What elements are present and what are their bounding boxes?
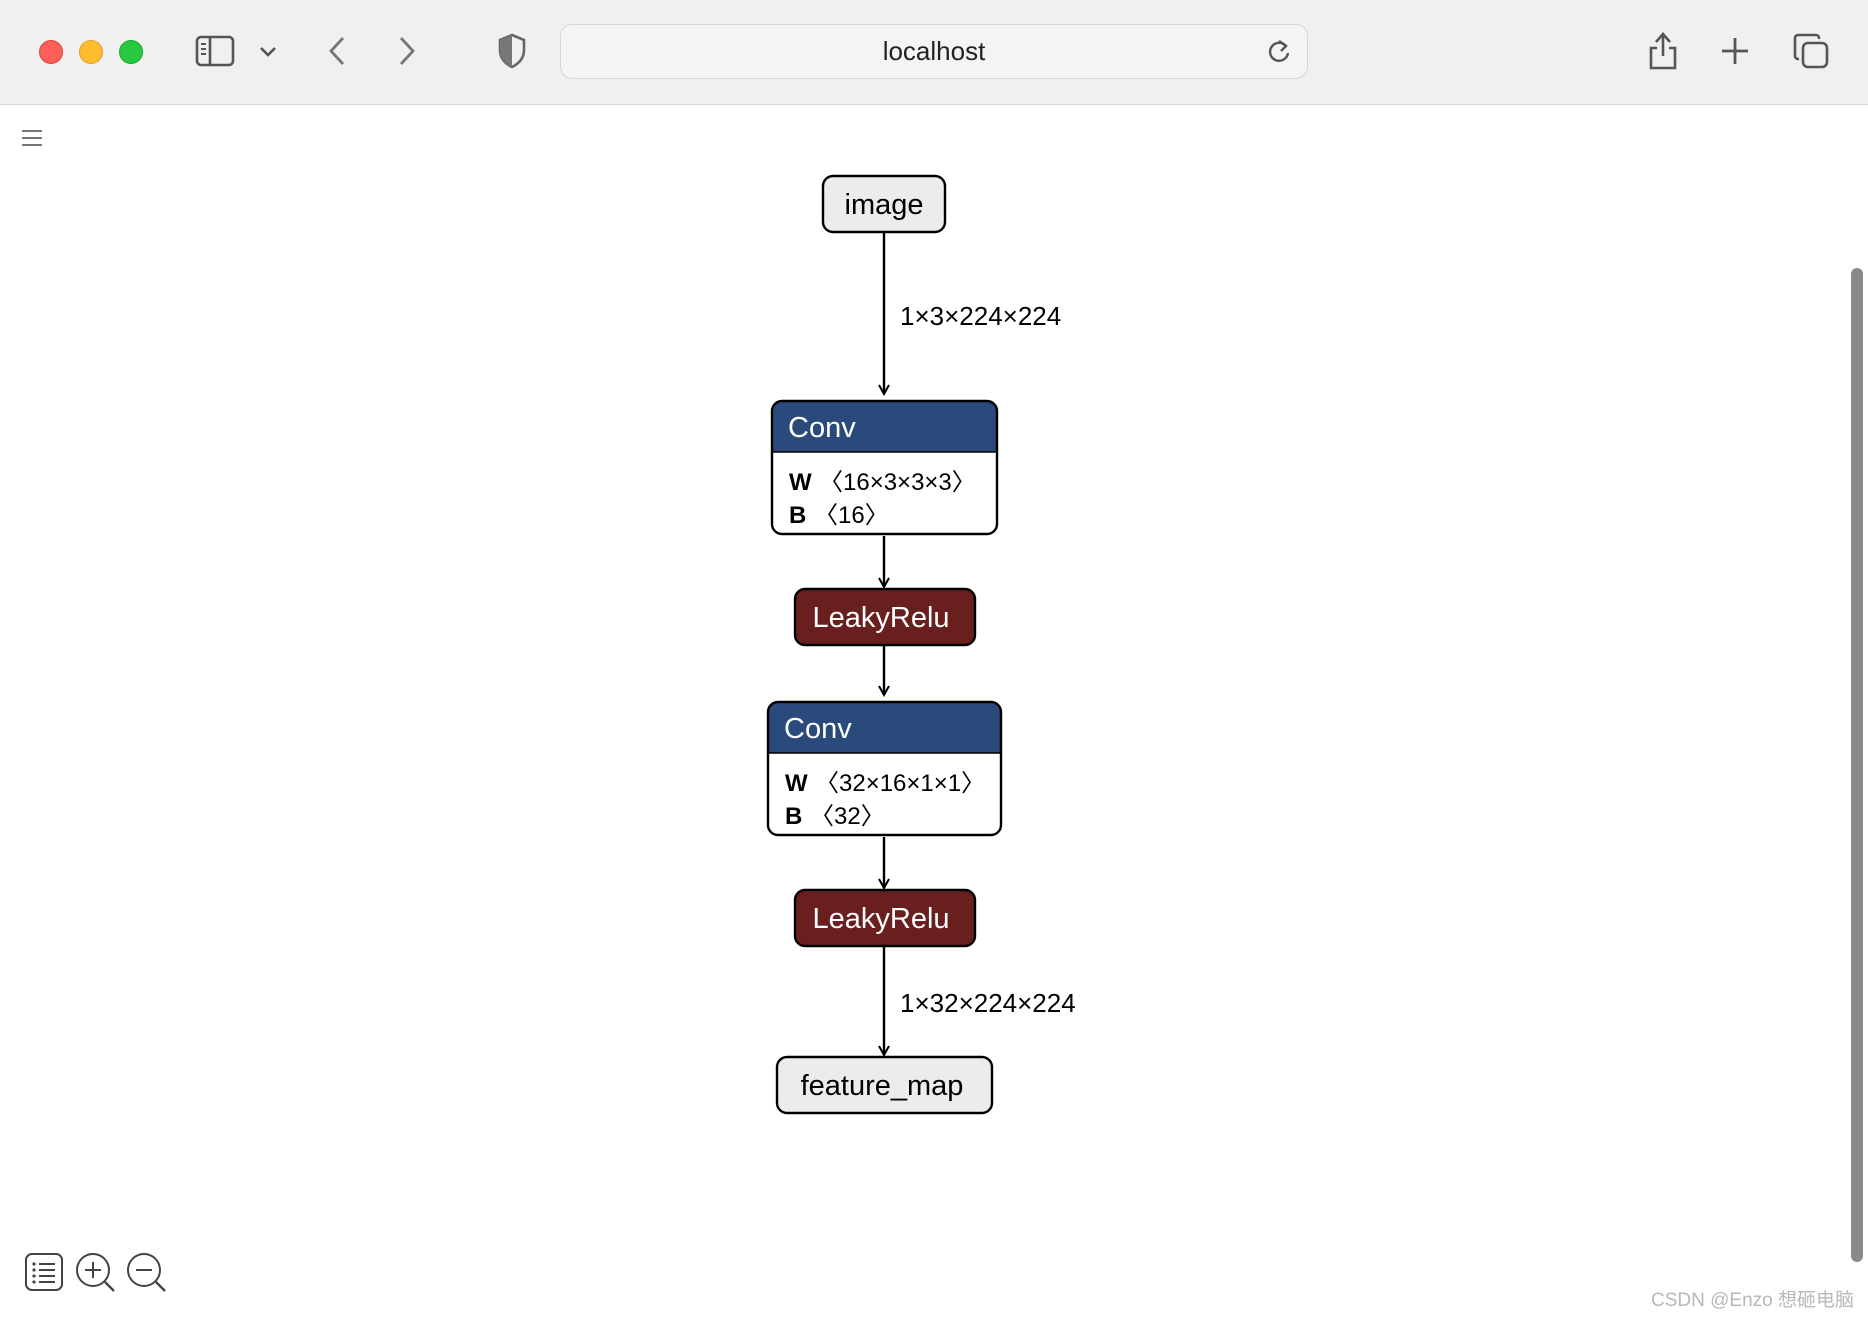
zoom-out-icon[interactable] xyxy=(126,1252,168,1299)
sidebar-icon[interactable] xyxy=(194,32,236,70)
conv1-bias-shape: 〈16〉 xyxy=(814,502,889,529)
forward-icon[interactable] xyxy=(392,32,422,70)
properties-list-icon[interactable] xyxy=(24,1252,64,1297)
relu2-title: LeakyRelu xyxy=(812,903,949,935)
plus-icon[interactable] xyxy=(1718,34,1752,68)
close-window-button[interactable] xyxy=(39,40,63,64)
conv2-weight-shape: 〈32×16×1×1〉 xyxy=(815,770,985,797)
relu1-title: LeakyRelu xyxy=(812,602,949,634)
node-output-label: feature_map xyxy=(801,1070,964,1102)
conv1-bias-key: B xyxy=(789,502,806,529)
node-conv-2[interactable]: Conv W 〈32×16×1×1〉 B 〈32〉 xyxy=(766,700,1003,837)
chevron-down-icon[interactable] xyxy=(256,40,280,64)
node-leakyrelu-1[interactable]: LeakyRelu xyxy=(793,587,977,647)
conv1-weight-key: W xyxy=(789,469,812,496)
conv1-weight-shape: 〈16×3×3×3〉 xyxy=(819,469,976,496)
edge-image-conv1: 1×3×224×224 xyxy=(884,233,1061,394)
edge-label-input-shape: 1×3×224×224 xyxy=(900,301,1061,331)
model-graph: 1×3×224×224 1×32×224×224 image Conv W 〈1… xyxy=(766,174,1076,1115)
browser-toolbar: localhost xyxy=(0,0,1868,105)
watermark: CSDN @Enzo 想砸电脑 xyxy=(1651,1290,1854,1311)
edge-relu2-feature-map: 1×32×224×224 xyxy=(884,947,1076,1055)
conv2-bias-shape: 〈32〉 xyxy=(810,803,885,830)
node-conv-1[interactable]: Conv W 〈16×3×3×3〉 B 〈16〉 xyxy=(770,399,999,536)
edge-label-output-shape: 1×32×224×224 xyxy=(900,988,1076,1018)
reload-icon[interactable] xyxy=(1265,38,1293,71)
conv1-title: Conv xyxy=(788,412,856,444)
conv2-bias-key: B xyxy=(785,803,802,830)
vertical-scrollbar[interactable] xyxy=(1851,268,1863,1262)
conv2-weight-key: W xyxy=(785,770,808,797)
node-leakyrelu-2[interactable]: LeakyRelu xyxy=(793,888,977,948)
back-icon[interactable] xyxy=(322,32,352,70)
menu-icon[interactable] xyxy=(20,128,44,153)
tabs-overview-icon[interactable] xyxy=(1792,32,1830,70)
node-input-image[interactable]: image xyxy=(821,174,947,234)
url-text: localhost xyxy=(882,36,986,66)
address-bar[interactable]: localhost xyxy=(560,24,1308,79)
zoom-in-icon[interactable] xyxy=(75,1252,117,1299)
node-output-feature-map[interactable]: feature_map xyxy=(775,1055,994,1115)
shield-icon[interactable] xyxy=(496,30,528,72)
node-input-label: image xyxy=(845,189,924,221)
conv2-title: Conv xyxy=(784,713,852,745)
minimize-window-button[interactable] xyxy=(79,40,103,64)
share-icon[interactable] xyxy=(1646,28,1680,72)
zoom-window-button[interactable] xyxy=(119,40,143,64)
